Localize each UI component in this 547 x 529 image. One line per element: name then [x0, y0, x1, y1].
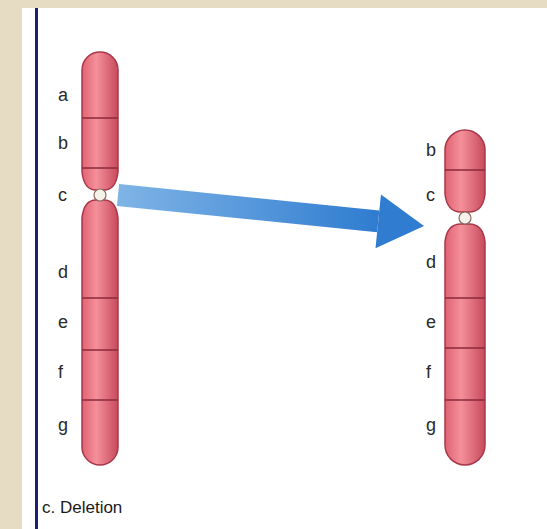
original-chromosome — [82, 52, 118, 465]
gene-label: e — [58, 311, 68, 333]
gene-label: c — [426, 184, 435, 206]
figure-caption: c. Deletion — [42, 497, 122, 519]
gene-label: a — [58, 84, 68, 106]
gene-label: f — [58, 361, 63, 383]
gene-label: g — [58, 414, 68, 436]
gene-label: d — [426, 251, 436, 273]
gene-label: f — [426, 361, 431, 383]
chromosome-arm — [82, 200, 118, 465]
chromosome-arm — [445, 130, 485, 212]
chromosome-arm — [82, 52, 118, 190]
chromosome: b c d e f g — [424, 120, 490, 470]
gene-label: b — [426, 139, 436, 161]
arrow-shaft — [118, 195, 378, 221]
margin-rule — [35, 8, 38, 529]
chromosome-arm — [445, 224, 485, 465]
centromere — [94, 189, 106, 201]
arrow-head — [376, 195, 424, 249]
band-lines — [445, 170, 485, 400]
chromosome: a b c d e f g — [56, 40, 118, 470]
gene-label: c — [58, 184, 67, 206]
gene-label: b — [58, 132, 68, 154]
gene-label: e — [426, 311, 436, 333]
deletion-arrow — [118, 195, 424, 249]
gene-label: g — [426, 414, 436, 436]
gene-label: d — [58, 261, 68, 283]
centromere — [459, 212, 471, 224]
band-lines — [82, 118, 118, 400]
deleted-chromosome — [445, 130, 485, 465]
